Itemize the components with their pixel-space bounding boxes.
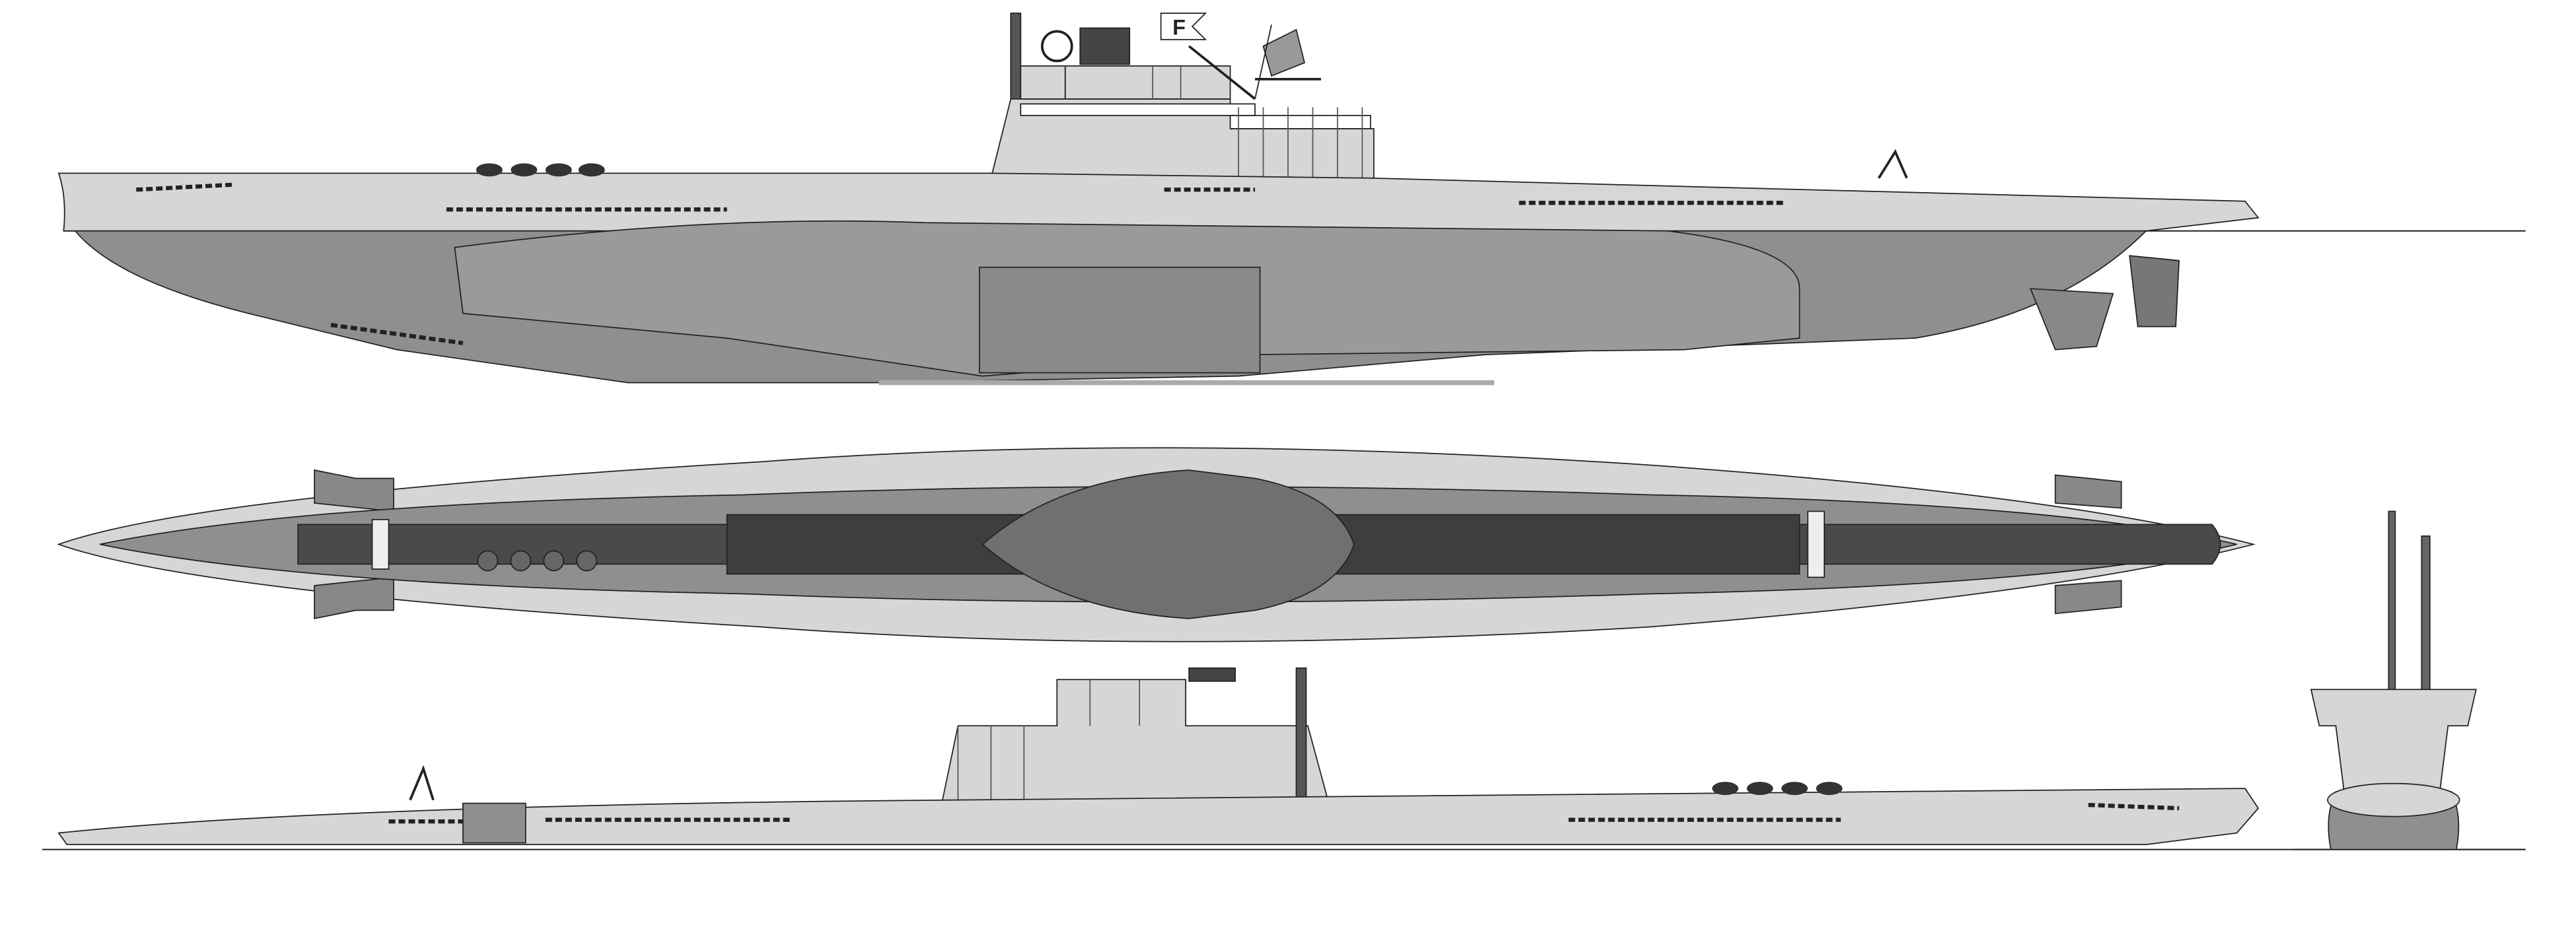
front-view <box>2294 510 2526 850</box>
conning-tower <box>990 13 1375 179</box>
side-view-port <box>42 667 2526 850</box>
conning-tower-port <box>941 679 1330 806</box>
flag-pennant: F <box>1160 13 1306 100</box>
flag-letter: F <box>1172 15 1186 39</box>
deck-casing <box>57 172 2260 232</box>
conning-tower-top <box>982 469 1355 619</box>
side-view-starboard: F <box>57 13 2526 386</box>
top-view <box>57 447 2256 642</box>
